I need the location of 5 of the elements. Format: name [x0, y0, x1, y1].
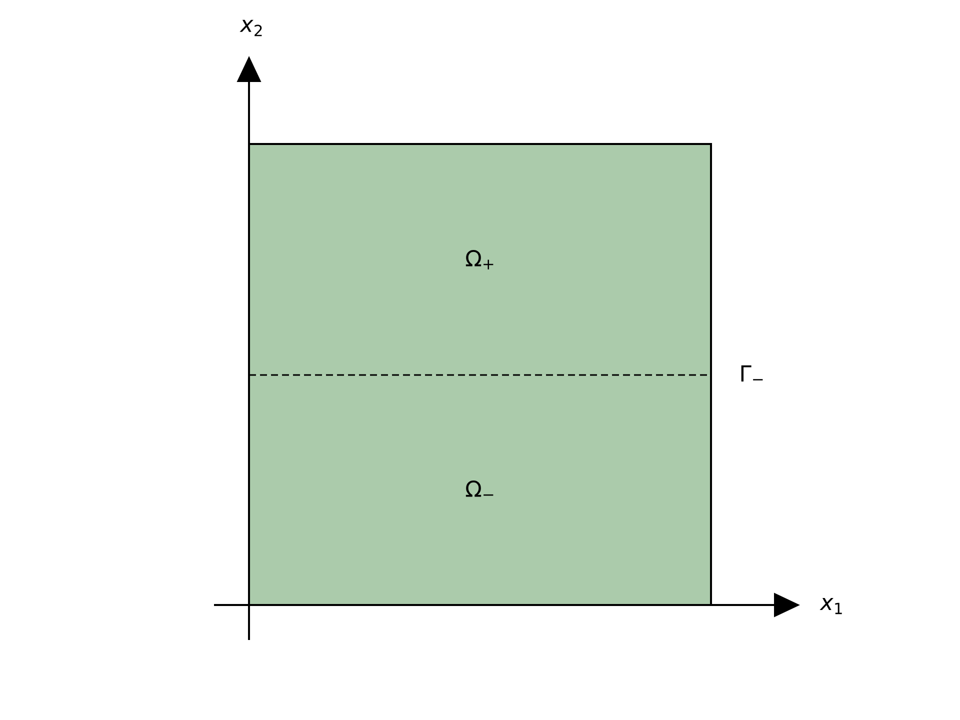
- axis-label: x$_{1}$: [820, 598, 842, 614]
- interface-label: Γ$_{−}$: [741, 365, 763, 382]
- axis-label: x$_{2}$: [240, 20, 262, 36]
- region: Ω$_{+}$: [249, 144, 712, 376]
- region: Ω$_{−}$: [249, 375, 712, 606]
